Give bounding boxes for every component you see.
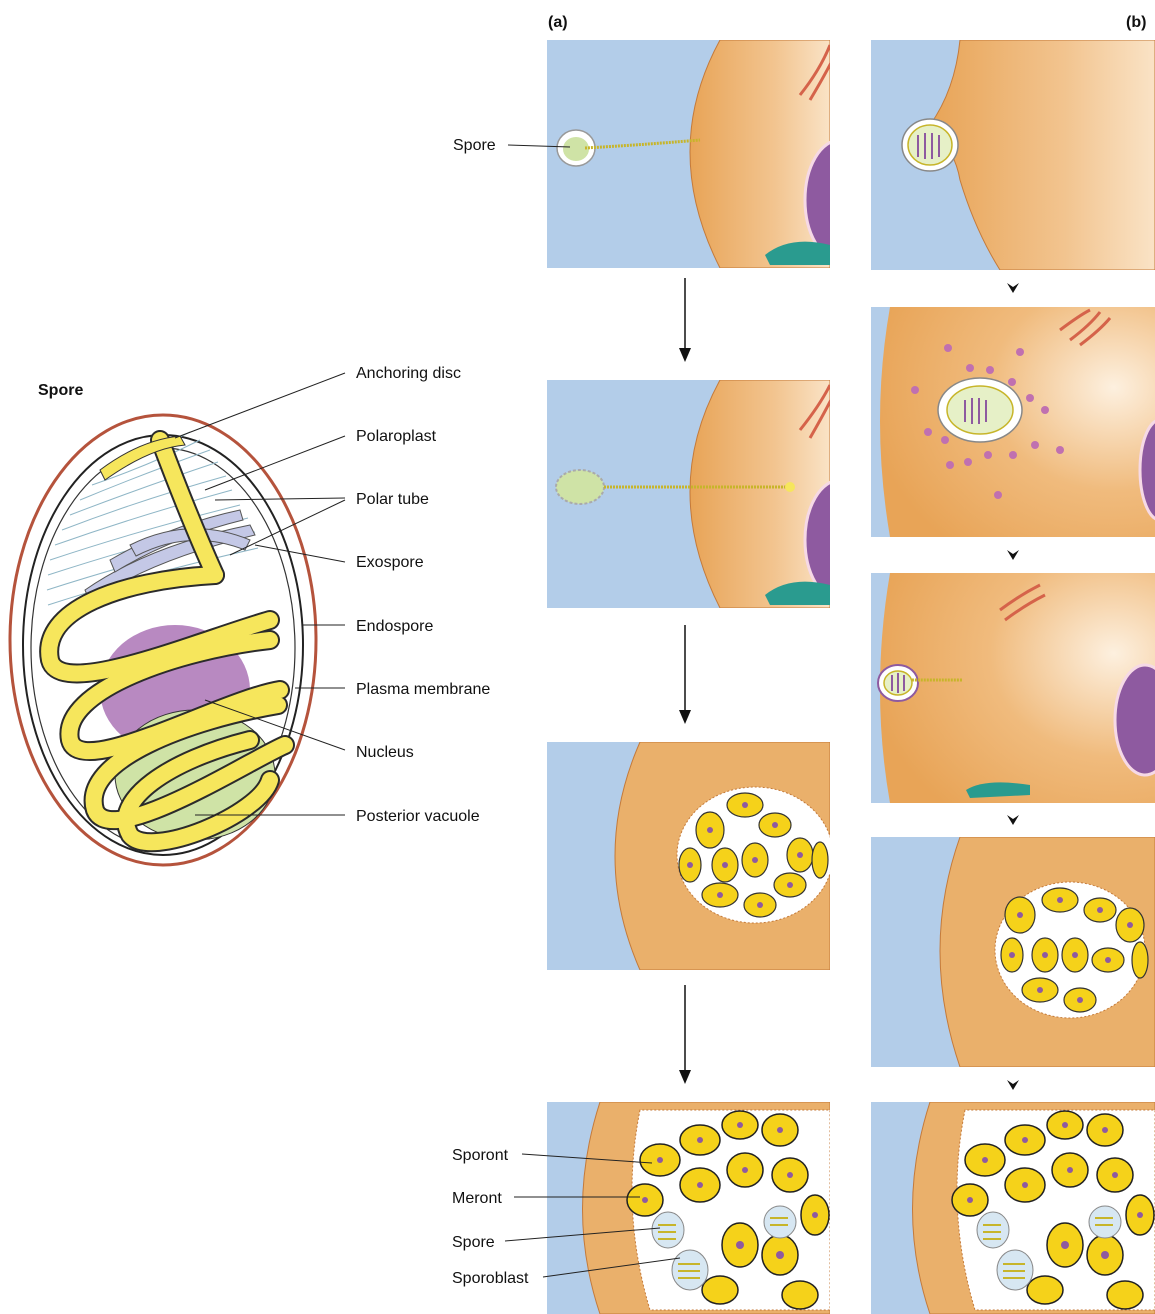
host-nucleus [805,140,875,260]
spore-diagram-title: Spore [38,382,83,399]
label-sporoblast: Sporoblast [452,1270,529,1287]
panel-b-step-3 [871,573,1155,803]
host-nucleus [805,480,875,600]
panel-b-step-5 [871,1102,1155,1314]
arrowhead-b-1 [1007,283,1019,293]
panel-b-step-2 [871,307,1155,537]
arrowhead-b-3 [1007,815,1019,825]
arrow-a-1 [679,278,691,362]
panel-a-step-1 [547,40,875,268]
sporoplasm [785,482,795,492]
label-polar-tube: Polar tube [356,491,429,508]
empty-spore [556,470,604,504]
panel-a-step-3 [547,742,833,970]
label-anchoring-disc: Anchoring disc [356,365,461,382]
panel-b-title: (b) [1126,14,1146,31]
panel-b-step-4 [871,837,1155,1067]
arrowhead-b-4 [1007,1080,1019,1090]
arrow-a-2 [679,625,691,724]
panel-a-title: (a) [548,14,568,31]
label-spore-top: Spore [453,137,496,154]
spore-cross-section [10,415,316,865]
label-meront: Meront [452,1190,502,1207]
label-exospore: Exospore [356,554,424,571]
label-nucleus: Nucleus [356,744,414,761]
label-sporont: Sporont [452,1147,509,1164]
arrow-a-3 [679,985,691,1084]
panel-b-step-1 [871,40,1155,270]
arrowhead-b-2 [1007,550,1019,560]
panel-a-step-4 [547,1102,830,1314]
panel-a-step-2 [547,380,875,608]
label-polaroplast: Polaroplast [356,428,437,445]
label-plasma-membrane: Plasma membrane [356,681,490,698]
label-posterior-vacuole: Posterior vacuole [356,808,480,825]
label-endospore: Endospore [356,618,433,635]
label-spore-bottom: Spore [452,1234,495,1251]
